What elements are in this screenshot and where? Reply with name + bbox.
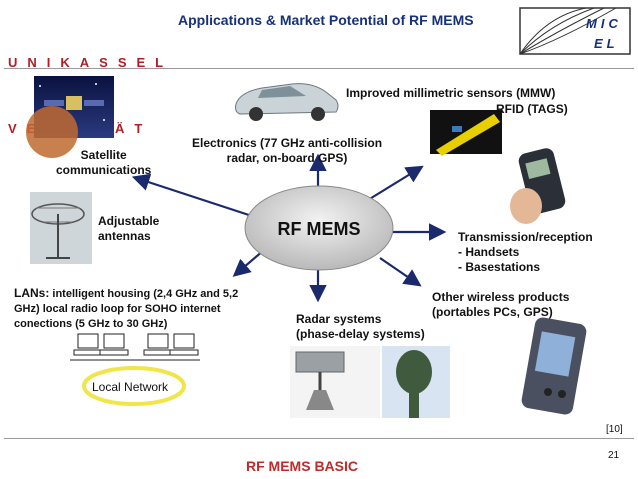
arrow-satellite [131,173,259,220]
antenna-image [30,192,92,264]
micel-text-2: EL [594,36,619,51]
phone-image [510,148,566,224]
center-label: RF MEMS [278,219,361,239]
label-transmission: Transmission/reception - Handsets - Base… [458,230,593,274]
gps-image [521,317,587,415]
label-satellite: Satellite communications [56,148,152,177]
satellite-image [26,76,114,158]
label-radar: Radar systems (phase-delay systems) [296,312,425,341]
label-mmw: Improved millimetric sensors (MMW) [346,86,556,100]
arrow-wireless [379,257,422,287]
micel-logo: MIC EL [519,7,631,55]
reference-marker: [10] [606,424,623,435]
label-rfid: RFID (TAGS) [496,102,568,116]
page-title: Applications & Market Potential of RF ME… [178,12,474,28]
label-antennas: Adjustable antennas [98,214,160,243]
lans-text: intelligent housing (2,4 GHz and 5,2 GHz… [14,288,239,330]
car-image [235,83,339,121]
header-divider [4,68,634,69]
label-lans: LANs: intelligent housing (2,4 GHz and 5… [14,286,238,332]
label-wireless: Other wireless products (portables PCs, … [432,290,570,319]
footer-divider [4,438,634,439]
lans-bold: LANs: [14,286,50,300]
micel-text-1: MIC [586,16,622,31]
arrows [131,153,447,303]
label-electronics: Electronics (77 GHz anti-collision radar… [192,136,383,165]
radar-image [290,346,450,418]
footer-title: RF MEMS BASIC [246,458,358,474]
label-local-network: Local Network [92,380,169,394]
center-ellipse [244,185,394,271]
page-number: 21 [608,450,620,461]
local-network-image [70,333,200,406]
arrow-mmw [367,165,424,201]
rfid-image [430,110,502,156]
logo-line1: UNIKASSEL [8,55,174,70]
arrow-lans [232,249,265,277]
